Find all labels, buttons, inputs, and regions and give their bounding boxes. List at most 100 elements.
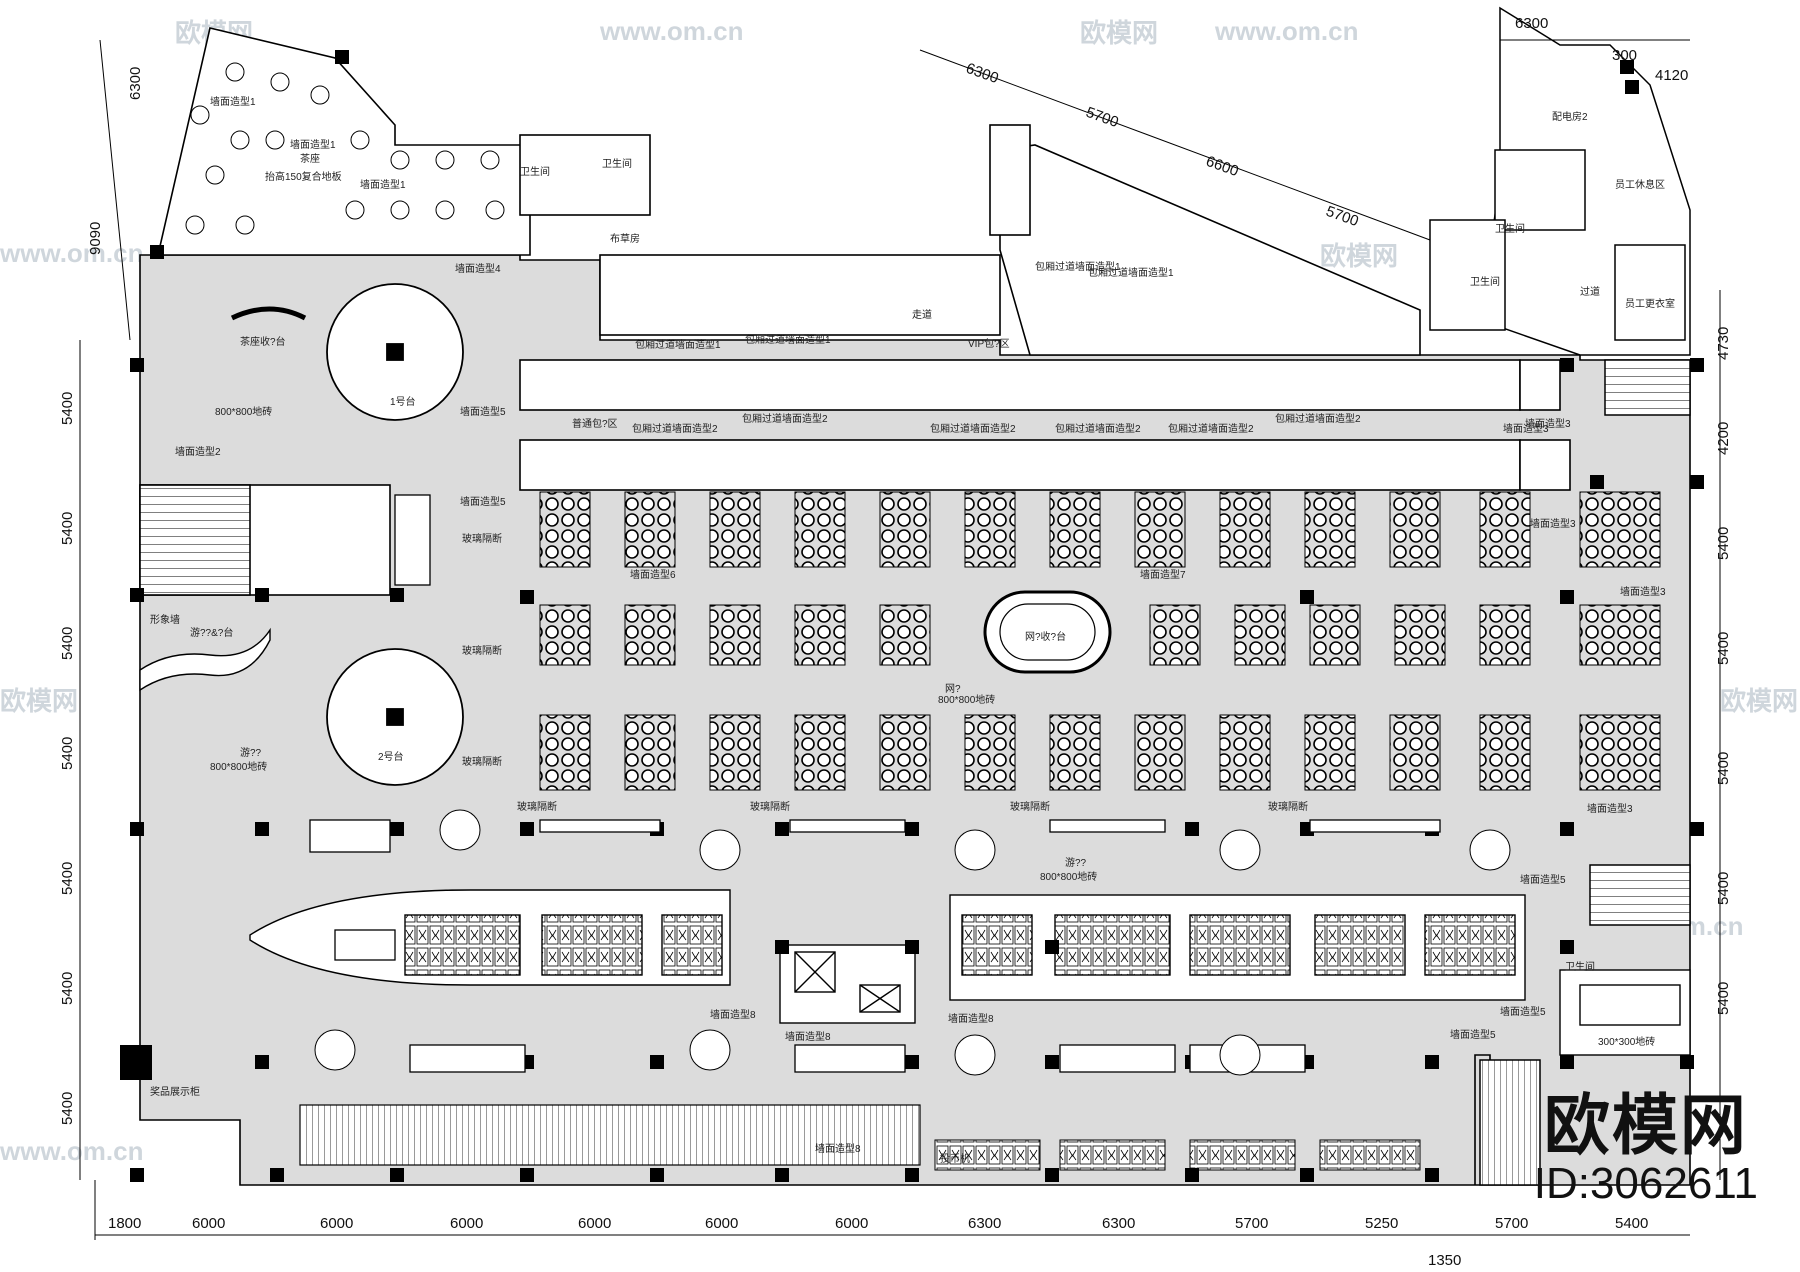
label-wall-5d: 墙面造型5 [1500,1005,1546,1018]
label-slot: 投币机 [940,1152,970,1165]
label-toilet-2: 卫生间 [602,157,632,170]
label-toilet-5: 卫生间 [1565,960,1595,973]
label-glass-3: 玻璃隔断 [462,755,502,768]
dim-left-6: 5400 [59,737,76,770]
dim-bottom-3: 6000 [320,1215,353,1232]
dim-top-1: 6300 [964,60,1001,87]
label-glass-5: 玻璃隔断 [750,800,790,813]
slot-rows [934,1139,1421,1171]
label-wall-1c: 墙面造型1 [360,178,406,191]
label-tea-bar: 茶座收?台 [240,335,286,348]
service-block [1429,6,1691,1186]
label-staff: 员工休息区 [1615,178,1665,191]
dimension-lines [79,39,1721,1240]
watermark-badge: 欧模网 ID:3062611 [1534,1090,1758,1208]
label-prize: 奖品展示柜 [150,1085,200,1098]
label-wall-4: 墙面造型4 [455,262,501,275]
watermark-url: www.om.cn [1214,16,1359,46]
label-wall-7: 墙面造型7 [1140,568,1186,581]
dim-bottom-11: 5250 [1365,1215,1398,1232]
dim-left-8: 5400 [59,972,76,1005]
label-normal: 普通包?区 [572,417,618,430]
label-stage-1: 1号台 [390,395,416,408]
dim-right-3: 5400 [1715,527,1732,560]
tea-bar-arc [230,306,307,321]
dim-right-7: 5400 [1715,982,1732,1015]
dim-right-4: 5400 [1715,632,1732,665]
label-floor-tile-a: 800*800地砖 [215,405,272,418]
watermark-brand: 欧模网 [1320,241,1398,271]
watermark-id: ID:3062611 [1533,1159,1758,1208]
dim-bottom-8: 6300 [968,1215,1001,1232]
label-corr-1c: 包厢过道墙面造型1 [1035,260,1121,273]
grand-stair [299,1104,921,1166]
label-power: 配电房2 [1552,110,1588,123]
watermark-url: www.om.cn [0,238,144,268]
label-wall-3a: 墙面造型3 [1525,417,1571,430]
dimension-bottom: 1800 6000 6000 6000 6000 6000 6000 6300 … [108,1215,1648,1269]
label-glass-4: 玻璃隔断 [517,800,557,813]
label-wall-1b: 墙面造型1 [290,138,336,151]
dim-bottom-4: 6000 [450,1215,483,1232]
right-toilet [1559,969,1691,1056]
label-stage-2: 2号台 [378,750,404,763]
room-labels: 茶座 抬高150复合地板 墙面造型1 墙面造型1 墙面造型1 墙面造型4 墙面造… [150,95,1675,1165]
label-floor-tile-b: 800*800地砖 [210,760,267,773]
label-wall-6: 墙面造型6 [630,568,676,581]
dim-left-4: 5400 [59,512,76,545]
label-wall-3c: 墙面造型3 [1620,585,1666,598]
label-you-b: 游?? [1065,856,1087,869]
label-corr-2e: 包厢过道墙面造型2 [1168,422,1254,435]
game-bar-curve [139,627,271,692]
dim-left-2: 9090 [87,222,104,255]
dim-bottom-7: 6000 [835,1215,868,1232]
label-tea-area: 茶座 [300,152,320,165]
label-linen: 布草房 [610,232,640,245]
label-toilet-4: 卫生间 [1470,275,1500,288]
dim-bottom-2: 6000 [192,1215,225,1232]
label-wall-8c: 墙面造型8 [948,1012,994,1025]
label-bar: 游??&?台 [190,626,233,639]
watermark-url: www.om.cn [0,1136,144,1166]
watermark-brand: 欧模网 [0,686,78,716]
decor-octagons [314,809,1511,1076]
label-corr-3: 墙面造型3 [1503,422,1549,435]
dim-top-2: 5700 [1084,104,1121,131]
dim-right-2: 4200 [1715,422,1732,455]
dimension-left: 6300 9090 5400 5400 5400 5400 5400 5400 … [59,67,144,1125]
dim-bottom-6: 6000 [705,1215,738,1232]
dim-bottom-10: 5700 [1235,1215,1268,1232]
dim-left-3: 5400 [59,392,76,425]
label-you-a: 游?? [240,746,262,759]
dim-bottom-9: 6300 [1102,1215,1135,1232]
dim-left-9: 5400 [59,1092,76,1125]
label-corr-2d: 包厢过道墙面造型2 [1055,422,1141,435]
dim-top-right-3: 4120 [1655,67,1688,84]
label-wang: 网? [945,683,961,695]
label-corr-2a: 包厢过道墙面造型2 [632,422,718,435]
dim-top-right-1: 6300 [1515,15,1548,32]
watermark-brand-large: 欧模网 [1543,1088,1748,1162]
watermark-brand: 欧模网 [1720,686,1798,716]
dimension-right: 4730 4200 5400 5400 5400 5400 5400 [1715,327,1732,1015]
label-wall-8a: 墙面造型8 [710,1008,756,1021]
stages [326,283,1112,786]
dim-left-7: 5400 [59,862,76,895]
label-pass: 过道 [1580,285,1600,298]
dim-bottom-1: 1800 [108,1215,141,1232]
label-corr-1d: 包厢过道墙面造型1 [1088,266,1174,279]
label-tea-floor: 抬高150复合地板 [265,170,342,183]
dim-right-1: 4730 [1715,327,1732,360]
label-image-wall: 形象墙 [150,613,180,626]
label-wall-5c: 墙面造型5 [1520,873,1566,886]
label-glass-6: 玻璃隔断 [1010,800,1050,813]
dim-left-5: 5400 [59,627,76,660]
watermark-brand: 欧模网 [1080,18,1158,48]
label-wall-8b: 墙面造型8 [785,1030,831,1043]
label-wall-3d: 墙面造型3 [1587,802,1633,815]
label-center-bar: 网?收?台 [1025,630,1066,643]
label-floor-tile-e: 300*300地砖 [1598,1035,1655,1048]
label-glass-7: 玻璃隔断 [1268,800,1308,813]
label-locker: 员工更衣室 [1625,297,1675,310]
